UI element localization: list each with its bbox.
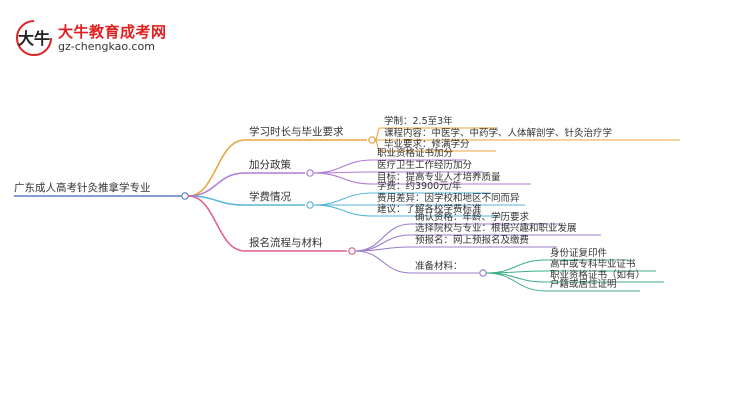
branch-4-connector bbox=[187, 195, 246, 252]
svg-text:大牛: 大牛 bbox=[18, 29, 50, 48]
branch-4-item-4-node[interactable] bbox=[479, 269, 487, 277]
branch-3-item-3-label[interactable]: 建议：了解各校学费标准 bbox=[377, 204, 482, 215]
branch-3-item-1-label[interactable]: 学费：约3900元/年 bbox=[377, 181, 462, 192]
root-topic[interactable]: 广东成人高考针灸推拿学专业 bbox=[14, 182, 151, 194]
branch-2-item-1-label[interactable]: 职业资格证书加分 bbox=[377, 148, 454, 159]
branch-4-item-4-sub-2-connector bbox=[485, 270, 547, 274]
branch-4-item-4-sub-4-label[interactable]: 户籍或居住证明 bbox=[550, 279, 617, 290]
branch-2-item-3-connector bbox=[312, 172, 374, 185]
branch-2-node[interactable] bbox=[306, 169, 314, 177]
branch-3-item-2-label[interactable]: 费用差异：因学校和地区不同而异 bbox=[377, 193, 520, 204]
branch-4-item-4-sub-3-label[interactable]: 职业资格证书（如有） bbox=[550, 270, 646, 281]
branch-3-node[interactable] bbox=[306, 201, 314, 209]
branch-4-item-4-label[interactable]: 准备材料： bbox=[415, 261, 463, 272]
branch-1-node[interactable] bbox=[368, 136, 376, 144]
branch-4-node[interactable] bbox=[348, 247, 356, 255]
branch-1-connector bbox=[187, 139, 246, 197]
site-logo[interactable]: 大牛 大牛教育成考网 gz-chengkao.com bbox=[14, 18, 174, 58]
branch-3-item-1-connector bbox=[312, 192, 374, 206]
branch-2-item-1-connector bbox=[312, 159, 374, 174]
logo-mark-icon: 大牛 bbox=[16, 20, 52, 56]
branch-4-item-4-sub-2-label[interactable]: 高中或专科毕业证书 bbox=[550, 259, 636, 270]
branch-1-label[interactable]: 学习时长与毕业要求 bbox=[249, 126, 344, 138]
branch-2-connector bbox=[187, 172, 246, 197]
branch-4-item-4-connector bbox=[354, 250, 412, 274]
branch-4-item-4-sub-4-connector bbox=[485, 272, 547, 292]
branch-2-item-3-label[interactable]: 目标：提高专业人才培养质量 bbox=[377, 172, 501, 183]
branch-2-label[interactable]: 加分政策 bbox=[249, 159, 291, 171]
branch-3-connector bbox=[187, 195, 246, 206]
branch-4-item-3-connector bbox=[354, 246, 412, 252]
branch-3-label[interactable]: 学费情况 bbox=[249, 191, 291, 203]
branch-4-label[interactable]: 报名流程与材料 bbox=[249, 237, 323, 249]
root-node[interactable] bbox=[181, 192, 189, 200]
branch-4-item-4-sub-3-connector bbox=[485, 272, 547, 283]
branch-1-item-2-label[interactable]: 课程内容：中医学、中药学、人体解剖学、针灸治疗学 bbox=[384, 128, 613, 139]
branch-4-item-4-sub-1-label[interactable]: 身份证复印件 bbox=[550, 248, 608, 259]
branch-1-item-3-connector bbox=[374, 139, 381, 152]
branch-1-item-1-label[interactable]: 学制：2.5至3年 bbox=[384, 116, 453, 127]
logo-url: gz-chengkao.com bbox=[58, 40, 155, 53]
logo-title: 大牛教育成考网 bbox=[58, 23, 167, 41]
branch-3-item-3-connector bbox=[312, 204, 374, 217]
branch-4-item-2-label[interactable]: 选择院校与专业：根据兴趣和职业发展 bbox=[415, 223, 577, 234]
branch-1-item-1-connector bbox=[374, 127, 381, 141]
branch-4-item-3-label[interactable]: 预报名：网上预报名及缴费 bbox=[415, 235, 530, 246]
branch-1-item-3-label[interactable]: 毕业要求：修满学分 bbox=[384, 139, 470, 150]
branch-2-item-2-label[interactable]: 医疗卫生工作经历加分 bbox=[377, 160, 473, 171]
branch-4-item-1-label[interactable]: 确认资格：年龄、学历要求 bbox=[415, 212, 530, 223]
